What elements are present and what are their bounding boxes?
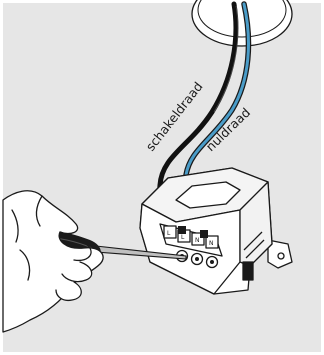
terminal-label: N [209,240,214,247]
terminal-label: N [195,237,200,244]
